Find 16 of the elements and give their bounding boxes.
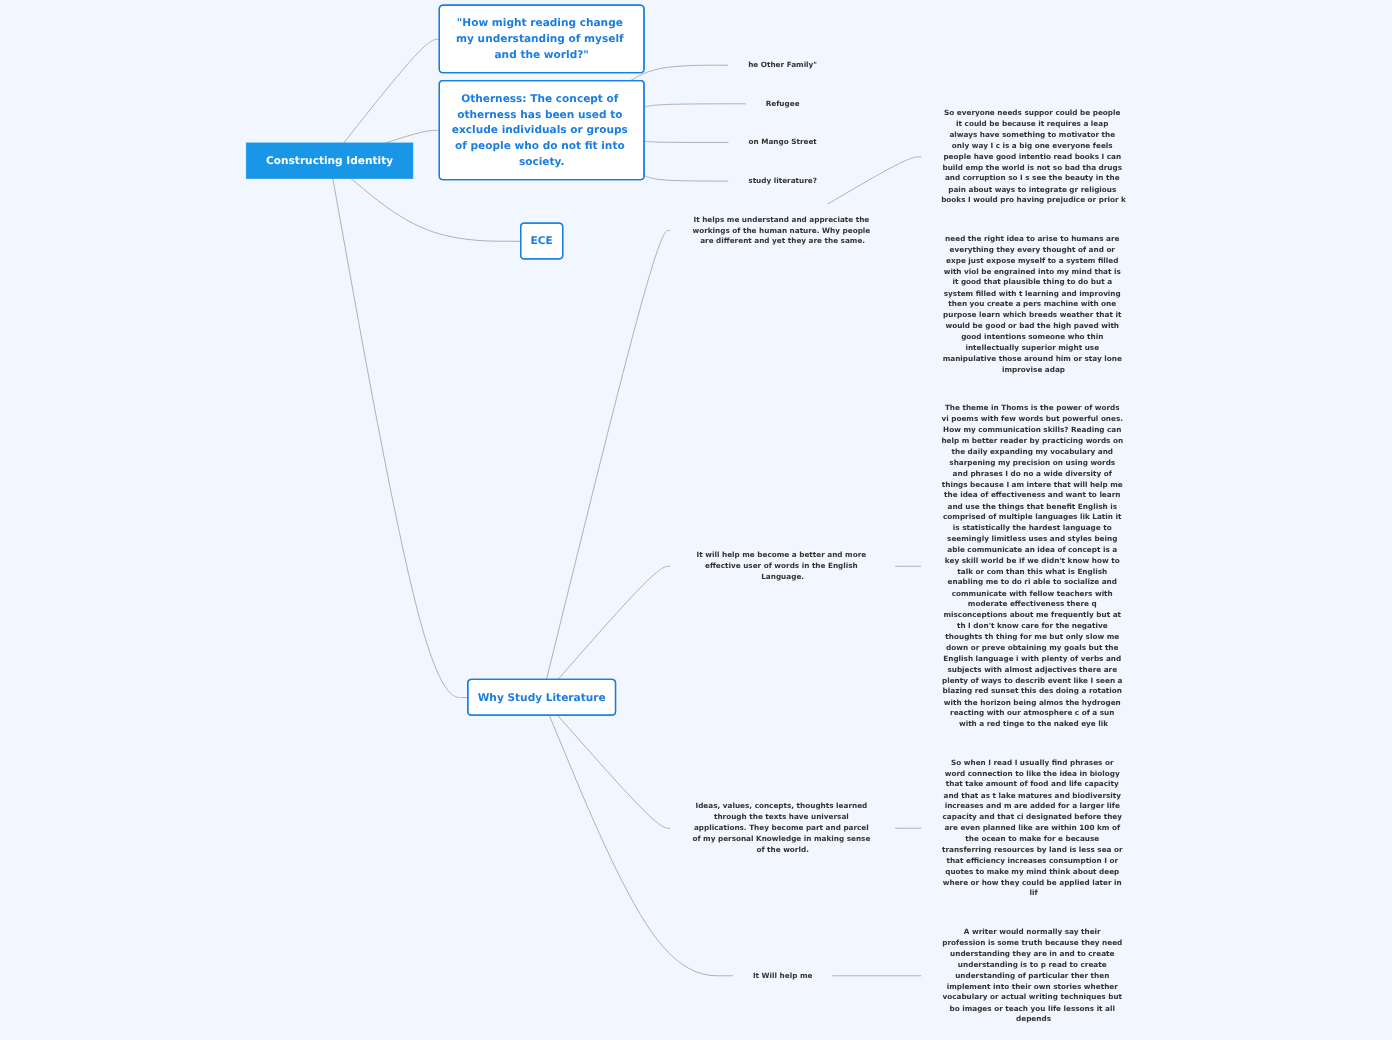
connector: [557, 714, 671, 829]
connector: [332, 178, 469, 699]
connector: [629, 64, 729, 82]
connector: [343, 38, 441, 144]
connector: [350, 178, 522, 242]
connector: [643, 140, 730, 143]
connector: [643, 175, 729, 182]
connector: [385, 129, 441, 144]
connector: [894, 565, 922, 567]
connector: [643, 103, 747, 108]
connector: [548, 714, 734, 977]
connector: [557, 565, 671, 681]
connector: [545, 230, 671, 681]
connector: [826, 156, 922, 205]
connector: [831, 975, 922, 977]
connector: [894, 827, 922, 829]
